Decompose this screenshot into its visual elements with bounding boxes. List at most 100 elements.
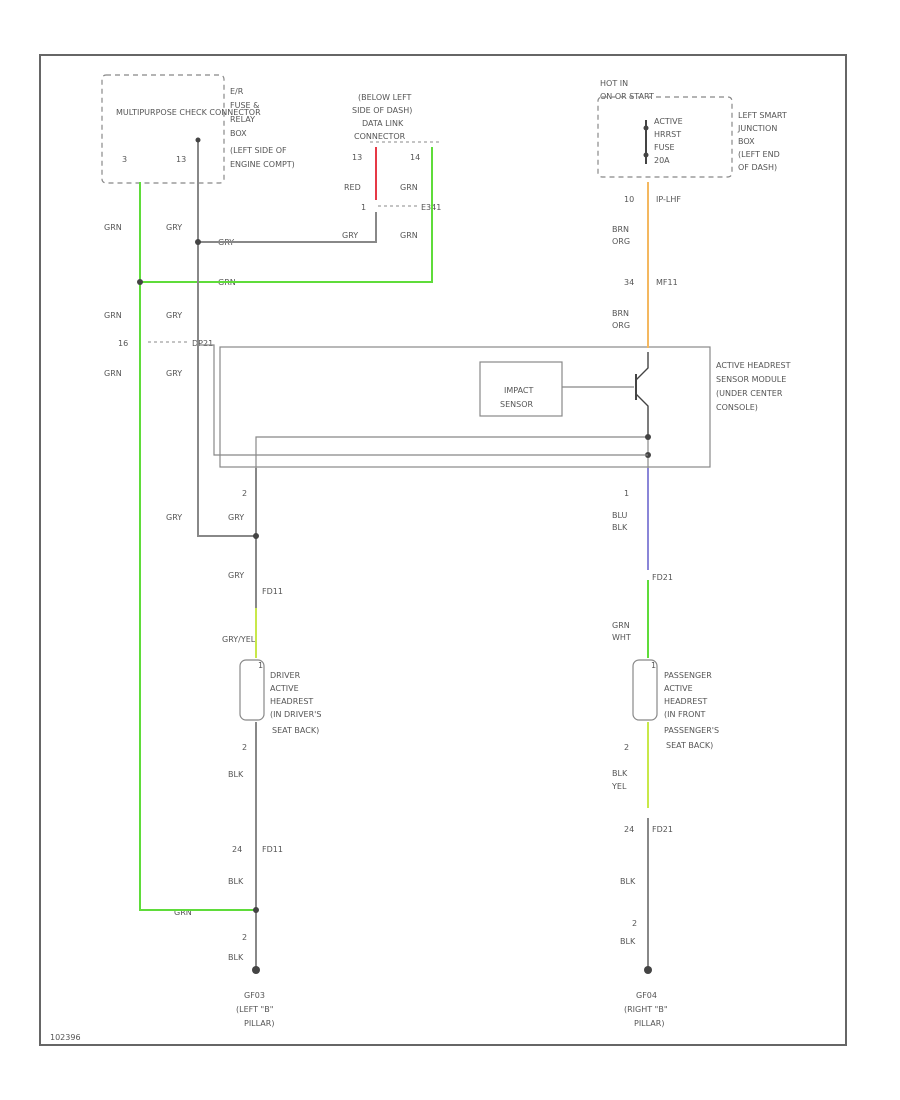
wire-grn-label-l4: GRN: [104, 369, 122, 378]
connector-ip-lhf: IP-LHF: [656, 195, 681, 204]
svg-text:IMPACT: IMPACT: [504, 386, 533, 395]
svg-text:BLK: BLK: [612, 523, 628, 532]
impact-sensor-box: [479, 361, 563, 417]
wire-gry-label-l7: GRY: [228, 571, 244, 580]
svg-text:JUNCTION: JUNCTION: [737, 124, 777, 133]
wire-gry-yel-label: GRY/YEL: [222, 635, 256, 644]
svg-text:ACTIVE HEADREST: ACTIVE HEADREST: [716, 361, 791, 370]
svg-text:SENSOR MODULE: SENSOR MODULE: [716, 375, 786, 384]
junction-gry-dlc: [195, 239, 201, 245]
wire-blk-label-r2: BLK: [620, 877, 636, 886]
mpc-connector-label-1: MULTIPURPOSE CHECK CONNECTOR: [116, 108, 261, 117]
ground-right-label: GF04 (RIGHT "B" PILLAR): [624, 991, 668, 1028]
wire-gry-label-l5: GRY: [166, 513, 182, 522]
wire-blk-label-l1: BLK: [228, 770, 244, 779]
svg-text:BOX: BOX: [738, 137, 755, 146]
wires-layer: [139, 140, 649, 968]
svg-text:SENSOR: SENSOR: [500, 400, 533, 409]
ground-pin-right: 2: [632, 919, 637, 928]
dlc-pin-13: 13: [352, 153, 362, 162]
connector-fd21: FD21: [652, 573, 673, 582]
svg-text:20A: 20A: [654, 156, 670, 165]
svg-text:ORG: ORG: [612, 237, 630, 246]
wire-red-label: RED: [344, 183, 361, 192]
wire-blk-yel-label: BLK YEL: [611, 769, 628, 791]
svg-text:ACTIVE: ACTIVE: [270, 684, 299, 693]
wire-grn-label-bottom: GRN: [174, 908, 192, 917]
wire-gry-label-l3: GRY: [166, 311, 182, 320]
connector-fd11-b: FD11: [262, 845, 283, 854]
svg-text:HOT IN: HOT IN: [600, 79, 628, 88]
wire-gry-label-dlc: GRY: [342, 231, 358, 240]
module-pin-2: 2: [242, 489, 247, 498]
module-pin-1: 1: [624, 489, 629, 498]
sensor-module-box: [219, 346, 711, 468]
svg-text:BLU: BLU: [612, 511, 628, 520]
connector-mf11: MF11: [656, 278, 678, 287]
svg-text:BLK: BLK: [612, 769, 628, 778]
svg-text:(LEFT "B": (LEFT "B": [236, 1005, 273, 1014]
wire-grn-label-l1: GRN: [104, 223, 122, 232]
svg-text:CONSOLE): CONSOLE): [716, 403, 758, 412]
svg-text:OF DASH): OF DASH): [738, 163, 777, 172]
driver-headrest-pin-2: 2: [242, 743, 247, 752]
junction-grn-dlc: [137, 279, 143, 285]
driver-headrest-solenoid: [239, 659, 265, 721]
conn-pin-16: 16: [118, 339, 128, 348]
passenger-headrest-solenoid: [632, 659, 658, 721]
svg-text:BRN: BRN: [612, 225, 629, 234]
svg-text:BRN: BRN: [612, 309, 629, 318]
figure-id: 102396: [50, 1033, 81, 1042]
dlc-pin-14: 14: [410, 153, 420, 162]
junction-grn-ground: [253, 907, 259, 913]
sensor-module-label: ACTIVE HEADREST SENSOR MODULE (UNDER CEN…: [716, 361, 791, 412]
wire-blk-label-l2: BLK: [228, 877, 244, 886]
passenger-headrest-pin-1: 1: [651, 661, 656, 670]
diagram-frame: [39, 54, 847, 1046]
conn-pin-24-right: 24: [624, 825, 634, 834]
wire-grn-label-dlc2: GRN: [400, 231, 418, 240]
svg-text:PASSENGER: PASSENGER: [664, 671, 712, 680]
dlc-location-label: (BELOW LEFT SIDE OF DASH) DATA LINK CONN…: [352, 93, 412, 141]
svg-text:(IN DRIVER'S: (IN DRIVER'S: [270, 710, 321, 719]
svg-text:PILLAR): PILLAR): [244, 1019, 274, 1028]
ground-left-label: GF03 (LEFT "B" PILLAR): [236, 991, 274, 1028]
svg-text:PASSENGER'S: PASSENGER'S: [664, 726, 719, 735]
wire-blk-label-l3: BLK: [228, 953, 244, 962]
svg-text:GRN: GRN: [612, 621, 630, 630]
svg-text:RELAY: RELAY: [230, 115, 255, 124]
transistor-emitter: [635, 393, 649, 436]
driver-headrest-pin-1: 1: [258, 661, 263, 670]
svg-text:PILLAR): PILLAR): [634, 1019, 664, 1028]
svg-text:YEL: YEL: [611, 782, 627, 791]
svg-text:(IN FRONT: (IN FRONT: [664, 710, 705, 719]
svg-text:ON OR START: ON OR START: [600, 92, 654, 101]
ground-left-icon: [252, 966, 260, 974]
wire-brn-org-label-2: BRN ORG: [612, 309, 630, 330]
mpc-pin-3: 3: [122, 155, 127, 164]
module-internal-line: [200, 344, 648, 456]
module-junction-top: [645, 434, 651, 440]
svg-text:HEADREST: HEADREST: [270, 697, 313, 706]
mpc-connector-box: [101, 74, 225, 184]
svg-text:LEFT SMART: LEFT SMART: [738, 111, 787, 120]
connector-fd11: FD11: [262, 587, 283, 596]
svg-text:ENGINE COMPT): ENGINE COMPT): [230, 160, 295, 169]
svg-text:(UNDER CENTER: (UNDER CENTER: [716, 389, 783, 398]
wire-gry-left: [197, 140, 256, 537]
wire-gry-dlc: [198, 212, 377, 243]
internal-bus-line: [255, 436, 648, 468]
mpc-location-label: E/R FUSE & RELAY BOX (LEFT SIDE OF ENGIN…: [230, 87, 295, 169]
wire-gry-label-l6: GRY: [228, 513, 244, 522]
svg-text:SEAT BACK): SEAT BACK): [272, 726, 319, 735]
fuse-terminal-top: [643, 125, 649, 131]
junction-box: [597, 96, 733, 178]
junction-box-label: LEFT SMART JUNCTION BOX (LEFT END OF DAS…: [737, 111, 787, 172]
connector-dp21: DP21: [192, 339, 213, 348]
passenger-headrest-pin-2: 2: [624, 743, 629, 752]
svg-text:WHT: WHT: [612, 633, 631, 642]
svg-text:(RIGHT "B": (RIGHT "B": [624, 1005, 668, 1014]
ground-right-icon: [644, 966, 652, 974]
connector-fd21-b: FD21: [652, 825, 673, 834]
